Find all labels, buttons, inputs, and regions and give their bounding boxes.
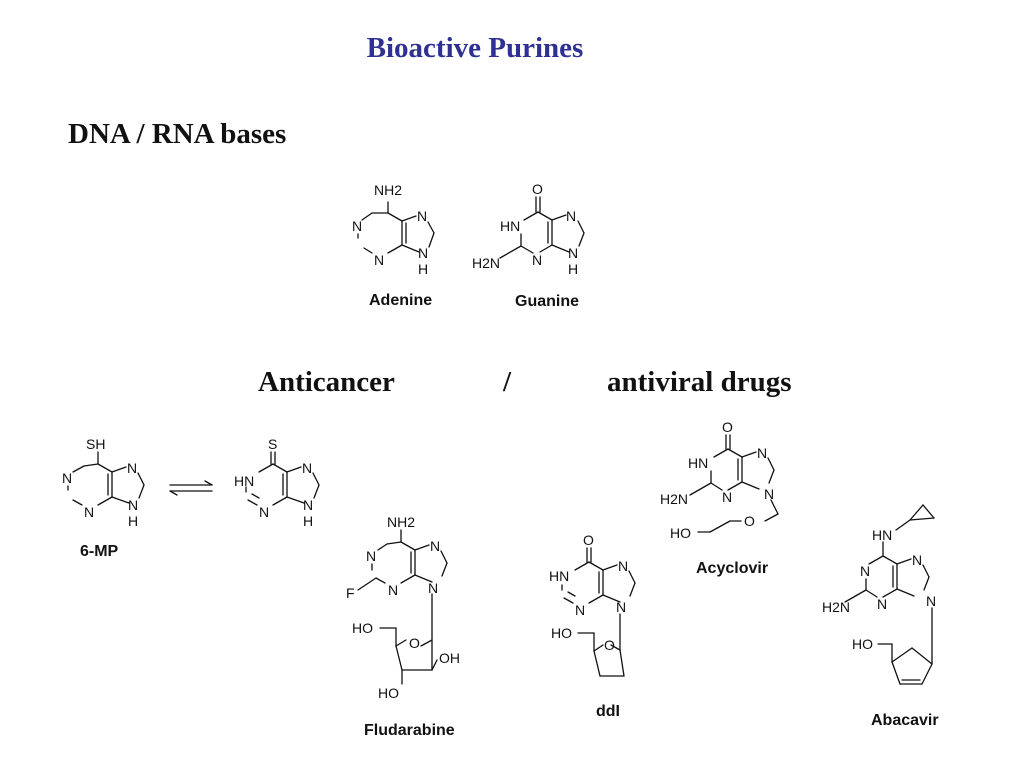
atom-hn: HN <box>688 455 708 471</box>
slide-title: Bioactive Purines <box>366 32 584 64</box>
atom-n: N <box>912 552 922 568</box>
abacavir-hn-label: HN <box>872 527 892 543</box>
section-heading-bases: DNA / RNA bases <box>68 118 287 150</box>
abacavir-ho-label: HO <box>852 636 873 652</box>
atom-n: N <box>722 489 732 505</box>
atom-hn: HN <box>234 473 254 489</box>
guanine-amino-label: H2N <box>472 255 500 271</box>
atom-n: N <box>128 497 138 513</box>
atom-n: N <box>926 593 936 609</box>
abacavir-structure: HN N N H2N N N HO Abacavir <box>822 504 939 729</box>
6mp-name: 6-MP <box>80 543 119 560</box>
fludarabine-amino-label: NH2 <box>387 514 415 530</box>
atom-n: N <box>757 445 767 461</box>
guanine-structure: O HN N H2N N N H Guanine <box>472 181 585 310</box>
atom-n: N <box>618 558 628 574</box>
atom-n: N <box>568 245 578 261</box>
fludarabine-ho-bottom-label: HO <box>378 685 399 701</box>
acyclovir-oxo-label: O <box>722 419 733 435</box>
section-heading-separator: / <box>503 366 512 398</box>
6mp-thione-structure: S HN N N N H <box>234 436 320 529</box>
acyclovir-structure: O HN N H2N N N O HO Acyclovir <box>660 419 779 577</box>
atom-n: N <box>62 470 72 486</box>
atom-h: H <box>128 513 138 529</box>
atom-n: N <box>430 538 440 554</box>
6mp-thiol-label: SH <box>86 436 105 452</box>
fludarabine-oh-label: OH <box>439 650 460 666</box>
atom-n: N <box>366 548 376 564</box>
abacavir-name: Abacavir <box>871 712 939 729</box>
atom-n: N <box>417 208 427 224</box>
atom-n: N <box>418 245 428 261</box>
atom-hn: HN <box>549 568 569 584</box>
atom-o: O <box>409 635 420 651</box>
adenine-name: Adenine <box>369 292 432 309</box>
atom-n: N <box>352 218 362 234</box>
atom-n: N <box>374 252 384 268</box>
section-heading-antiviral: antiviral drugs <box>607 366 792 398</box>
guanine-name: Guanine <box>515 293 579 310</box>
atom-n: N <box>616 599 626 615</box>
ddi-name: ddI <box>596 703 620 720</box>
atom-n: N <box>566 208 576 224</box>
atom-n: N <box>877 596 887 612</box>
acyclovir-amino-label: H2N <box>660 491 688 507</box>
atom-hn: HN <box>500 218 520 234</box>
atom-h: H <box>418 261 428 277</box>
atom-o: O <box>604 637 615 653</box>
atom-n: N <box>84 504 94 520</box>
adenine-structure: NH2 N N N N H Adenine <box>352 182 435 309</box>
6mp-thione-label: S <box>268 436 277 452</box>
ddi-structure: O HN N N N O HO ddI <box>549 532 636 720</box>
6mp-thiol-structure: SH N N N N H 6-MP <box>62 436 145 560</box>
fludarabine-name: Fludarabine <box>364 722 455 739</box>
abacavir-amino-label: H2N <box>822 599 850 615</box>
acyclovir-ether-label: O <box>744 513 755 529</box>
atom-n: N <box>388 582 398 598</box>
acyclovir-name: Acyclovir <box>696 560 768 577</box>
guanine-oxo-label: O <box>532 181 543 197</box>
atom-n: N <box>532 252 542 268</box>
atom-n: N <box>428 580 438 596</box>
ddi-ho-label: HO <box>551 625 572 641</box>
atom-n: N <box>259 504 269 520</box>
ddi-oxo-label: O <box>583 532 594 548</box>
atom-h: H <box>303 513 313 529</box>
atom-h: H <box>568 261 578 277</box>
fludarabine-fluoro-label: F <box>346 585 355 601</box>
fludarabine-ho-label: HO <box>352 620 373 636</box>
atom-n: N <box>575 602 585 618</box>
atom-n: N <box>302 460 312 476</box>
acyclovir-ho-label: HO <box>670 525 691 541</box>
section-heading-anticancer: Anticancer <box>258 366 395 398</box>
atom-n: N <box>303 497 313 513</box>
atom-n: N <box>860 563 870 579</box>
atom-n: N <box>764 486 774 502</box>
equilibrium-arrows-icon <box>169 480 213 496</box>
adenine-amino-label: NH2 <box>374 182 402 198</box>
atom-n: N <box>127 460 137 476</box>
fludarabine-structure: NH2 N N F N N O HO OH HO Fludarabine <box>346 514 460 739</box>
